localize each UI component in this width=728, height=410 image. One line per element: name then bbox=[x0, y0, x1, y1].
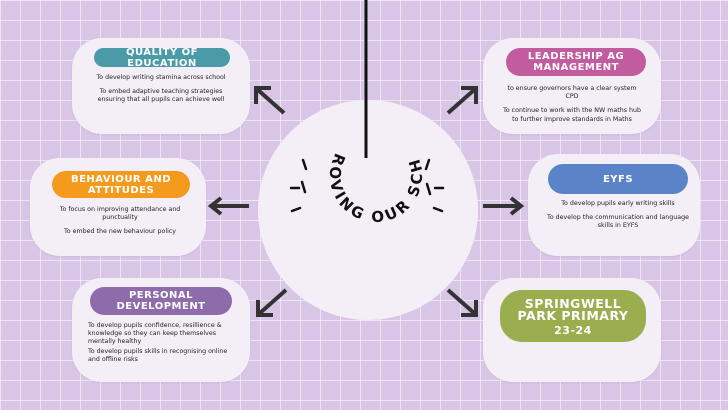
arrow-to-quality bbox=[254, 86, 286, 115]
eyfs-body: To develop pupils early writing skills T… bbox=[546, 200, 690, 237]
arrow-to-leadership bbox=[446, 86, 478, 115]
leadership-line-2: To continue to work with the NW maths hu… bbox=[503, 107, 641, 123]
behaviour-line-1: To focus on improving attendance and pun… bbox=[59, 206, 181, 222]
school-panel bbox=[500, 290, 646, 342]
leadership-title: LEADERSHIP AG MANAGEMENT bbox=[506, 48, 646, 76]
personal-body: To develop pupils confidence, resillienc… bbox=[88, 322, 238, 370]
behaviour-line-2: To embed the new behaviour policy bbox=[63, 228, 177, 236]
quality-title: QUALITY OF EDUCATION bbox=[94, 47, 230, 69]
burst-ticks-right bbox=[424, 158, 445, 213]
behaviour-title: BEHAVIOUR AND ATTITUDES bbox=[52, 171, 190, 198]
personal-line-1: To develop pupils confidence, resillienc… bbox=[88, 322, 222, 346]
eyfs-title: EYFS bbox=[548, 164, 688, 194]
quality-line-1: To develop writing stamina across school bbox=[96, 74, 226, 81]
school-title: SPRINGWELL PARK PRIMARY bbox=[517, 296, 629, 323]
school-year: 23-24 bbox=[554, 324, 592, 337]
arrow-to-eyfs bbox=[483, 196, 525, 216]
leadership-body: to ensure governors have a clear system … bbox=[502, 85, 642, 130]
arrow-to-behaviour bbox=[207, 196, 249, 216]
eyfs-line-1: To develop pupils early writing skills bbox=[561, 200, 675, 207]
quality-line-2: To embed adaptive teaching strategies en… bbox=[97, 88, 225, 104]
arrow-to-personal bbox=[256, 288, 288, 317]
arrow-to-school bbox=[446, 288, 478, 317]
personal-title: PERSONAL DEVELOPMENT bbox=[90, 287, 232, 315]
eyfs-line-2: To develop the communication and languag… bbox=[547, 214, 689, 230]
burst-ticks-left bbox=[289, 158, 308, 213]
leadership-line-1: to ensure governors have a clear system … bbox=[507, 85, 637, 101]
personal-line-2: To develop pupils skills in recognising … bbox=[88, 347, 228, 363]
quality-body: To develop writing stamina across school… bbox=[92, 74, 230, 111]
behaviour-body: To focus on improving attendance and pun… bbox=[52, 206, 188, 243]
